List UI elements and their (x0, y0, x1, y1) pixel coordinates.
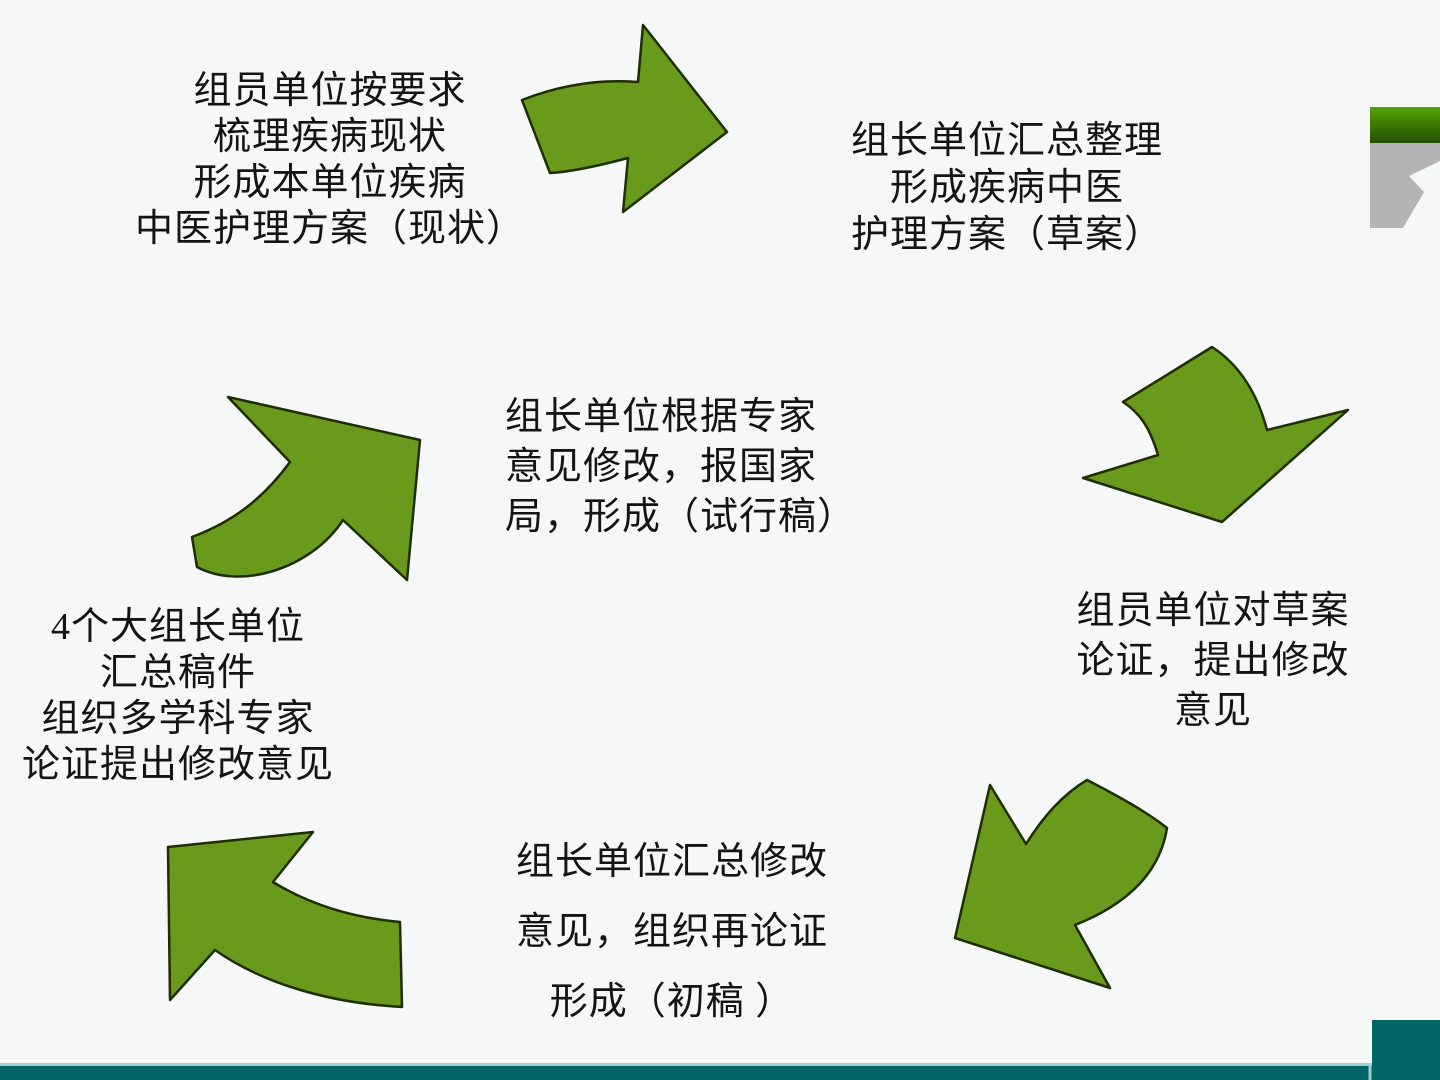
text-line: 中医护理方案（现状） (134, 208, 525, 250)
corner-teal-square (1372, 1020, 1440, 1080)
text-line: 组员单位按要求 (193, 70, 467, 112)
text-line: 4个大组长单位 (50, 606, 305, 648)
text-line: 组长单位汇总整理 (850, 120, 1163, 162)
step-member-review: 组员单位对草案 论证，提出修改 意见 (1038, 586, 1388, 736)
text-line: 组员单位对草案 (1076, 590, 1350, 632)
bottom-bar (0, 1066, 1440, 1080)
curved-arrow-down-icon (1081, 345, 1350, 524)
text-line: 护理方案（草案） (850, 214, 1163, 256)
curved-arrow-down-left-icon (953, 778, 1169, 990)
bottom-bar-divider (1368, 1063, 1372, 1080)
text-line: 组长单位根据专家 (505, 396, 818, 438)
text-line: 形成疾病中医 (889, 167, 1124, 209)
step-group-experts: 4个大组长单位 汇总稿件 组织多学科专家 论证提出修改意见 (0, 604, 356, 788)
bent-arrow-right-icon (520, 23, 729, 214)
text-line: 局，形成（试行稿） (505, 496, 857, 538)
text-line: 论证提出修改意见 (21, 744, 334, 786)
step-leader-revise: 组长单位汇总修改 意见，组织再论证 形成（初稿 ） (472, 827, 872, 1037)
curved-arrow-up-left-icon (166, 830, 404, 1009)
text-line: 意见修改，报国家 (505, 446, 818, 488)
step-member-draft: 组员单位按要求 梳理疾病现状 形成本单位疾病 中医护理方案（现状） (65, 68, 595, 252)
text-line: 组长单位汇总修改 (515, 841, 828, 883)
step-leader-summary: 组长单位汇总整理 形成疾病中医 护理方案（草案） (787, 118, 1227, 259)
text-line: 意见，组织再论证 (515, 911, 828, 953)
text-line: 汇总稿件 (99, 652, 256, 694)
text-line: 形成（初稿 ） (549, 981, 795, 1023)
step-final-trial: 组长单位根据专家 意见修改，报国家 局，形成（试行稿） (505, 392, 905, 542)
text-line: 形成本单位疾病 (193, 162, 467, 204)
text-line: 梳理疾病现状 (212, 116, 447, 158)
text-line: 论证，提出修改 (1076, 640, 1350, 682)
corner-green-bar (1370, 107, 1440, 143)
curved-arrow-up-right-icon (190, 395, 422, 582)
text-line: 意见 (1173, 690, 1252, 732)
bottom-bar-highlight (0, 1063, 1440, 1066)
text-line: 组织多学科专家 (41, 698, 315, 740)
corner-gray-flag (1370, 143, 1440, 228)
